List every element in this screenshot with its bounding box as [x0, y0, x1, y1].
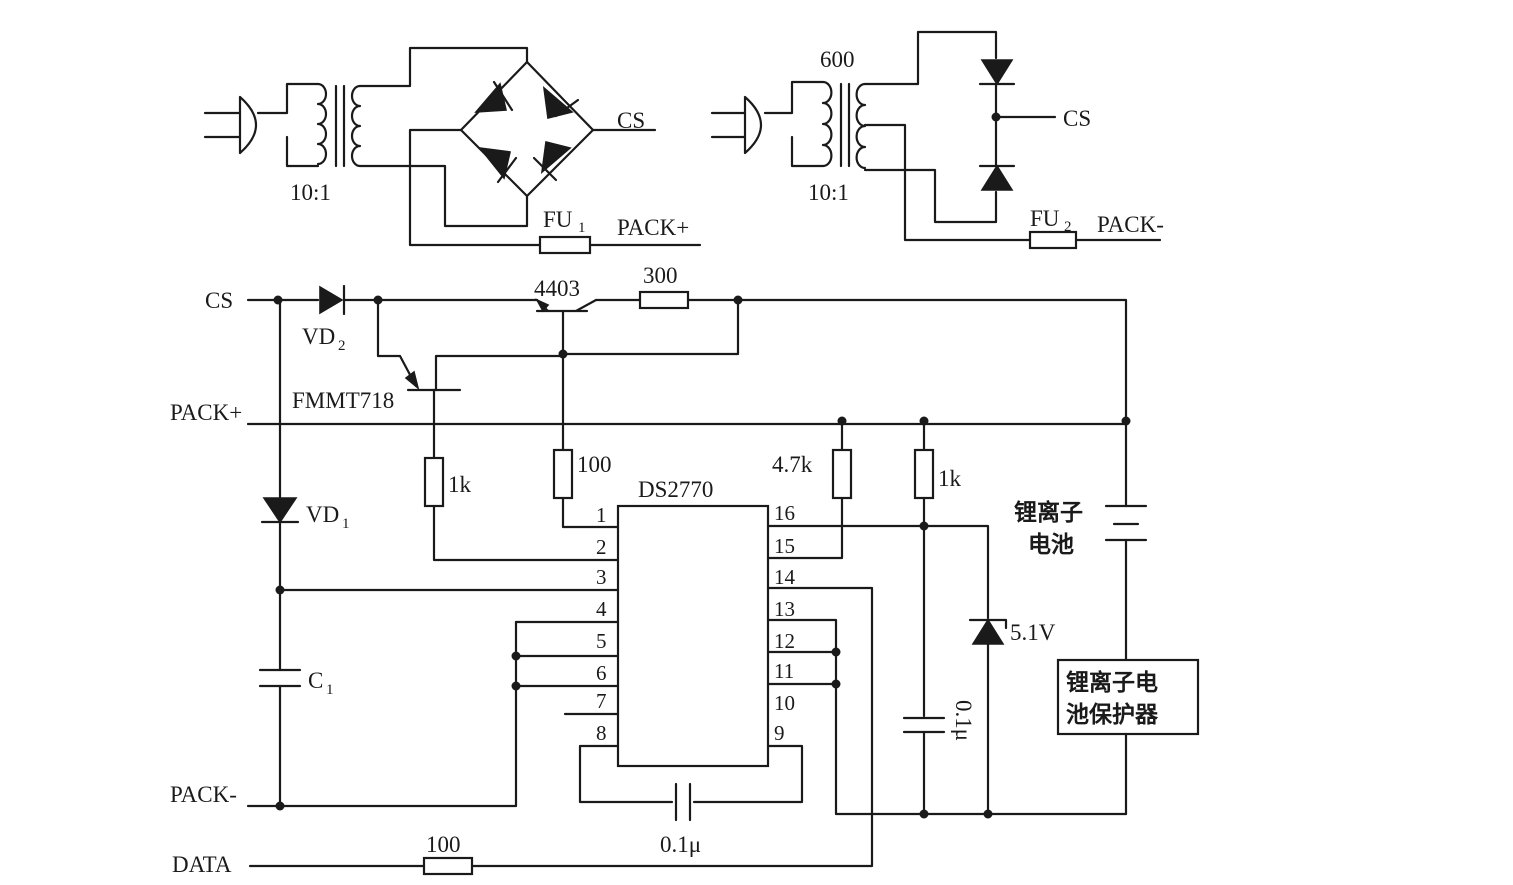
ic-ds2770	[616, 504, 770, 768]
rectifier-diode	[978, 164, 1016, 191]
pin-right-11: 11	[774, 659, 794, 683]
transistor-fmmt718	[376, 298, 565, 460]
cs-label: CS	[1063, 106, 1091, 131]
zener-label: 5.1V	[1010, 620, 1056, 645]
capacitor-c1	[258, 668, 302, 688]
zener-diode	[968, 618, 1008, 645]
cs-label: CS	[617, 108, 645, 133]
vd2-sub: 2	[338, 338, 346, 354]
pin-left-8: 8	[596, 721, 607, 745]
bridge-diode	[532, 141, 572, 182]
fuse-label: FU	[1030, 206, 1060, 231]
pin-left-6: 6	[596, 661, 607, 685]
pack-plus-label: PACK+	[617, 215, 689, 240]
bridge-diode	[478, 146, 518, 184]
vd1-label: VD	[306, 502, 339, 527]
pin-right-16: 16	[774, 501, 795, 525]
pin-left-5: 5	[596, 629, 607, 653]
fuse-sub: 1	[578, 220, 586, 236]
data-label: DATA	[172, 852, 232, 877]
c1-label: C	[308, 668, 323, 693]
resistor-300	[638, 290, 690, 310]
ic-label: DS2770	[638, 477, 713, 502]
cs-label: CS	[205, 288, 233, 313]
battery-cell	[1104, 504, 1148, 542]
fuse-label: FU	[543, 207, 573, 232]
cap01-label: 0.1μ	[660, 832, 701, 857]
r1k-b-label: 1k	[938, 466, 962, 491]
pack-plus-label: PACK+	[170, 400, 242, 425]
resistor-4-7k	[831, 448, 853, 500]
resistor-100-a	[552, 448, 574, 500]
battery-label-line2: 电池	[1028, 532, 1074, 558]
bridge-diode	[474, 80, 514, 113]
protector-label-line2: 池保护器	[1066, 701, 1159, 728]
turns-label: 600	[820, 47, 855, 72]
r1k-a-label: 1k	[448, 472, 472, 497]
battery-protector	[1056, 658, 1200, 736]
pin-left-7: 7	[596, 689, 607, 713]
pin-left-4: 4	[596, 597, 607, 621]
pack-minus-label: PACK-	[170, 782, 237, 807]
pin-left-3: 3	[596, 565, 607, 589]
pin-right-12: 12	[774, 629, 795, 653]
r300-label: 300	[643, 263, 678, 288]
pin-right-15: 15	[774, 534, 795, 558]
ratio-label: 10:1	[808, 180, 849, 205]
top-right-rectifier: 600 10:1 CS FU 2 PACK-	[710, 30, 1164, 250]
q2-label: FMMT718	[292, 388, 394, 413]
pin-right-10: 10	[774, 691, 795, 715]
battery-label-line1: 锂离子	[1014, 499, 1083, 526]
pin-right-9: 9	[774, 721, 785, 745]
main-circuit: CS VD 2 4403 300 FMMT718 PACK+ 1k 100 DS…	[170, 263, 1200, 877]
capacitor-01u	[674, 782, 692, 822]
pin-right-13: 13	[774, 597, 795, 621]
transistor-4403	[535, 298, 598, 360]
rectifier-diode	[978, 59, 1016, 86]
c1-sub: 1	[326, 682, 334, 698]
ratio-label: 10:1	[290, 180, 331, 205]
protector-label-line1: 锂离子电	[1066, 669, 1158, 696]
pack-minus-label: PACK-	[1097, 212, 1164, 237]
pin-right-14: 14	[774, 565, 796, 589]
resistor-1k-b	[913, 448, 935, 500]
vd2-label: VD	[302, 324, 335, 349]
pin-left-2: 2	[596, 535, 607, 559]
resistor-100-b	[422, 856, 474, 876]
r47k-label: 4.7k	[772, 452, 813, 477]
top-left-rectifier: 10:1 CS FU 1 PACK+	[203, 46, 702, 255]
r100-a-label: 100	[577, 452, 612, 477]
diode-vd2	[319, 284, 346, 316]
fuse-fu1	[538, 235, 592, 255]
pin-left-1: 1	[596, 503, 607, 527]
cap-bottom-label: 0.1μ	[951, 700, 976, 741]
vd1-sub: 1	[342, 516, 350, 532]
resistor-1k-a	[423, 456, 445, 508]
bridge-diode	[542, 86, 580, 119]
diode-vd1	[260, 497, 300, 524]
fuse-sub: 2	[1064, 219, 1072, 235]
r100-b-label: 100	[426, 832, 461, 857]
q1-label: 4403	[534, 276, 580, 301]
capacitor-0-1u-b	[902, 716, 946, 734]
